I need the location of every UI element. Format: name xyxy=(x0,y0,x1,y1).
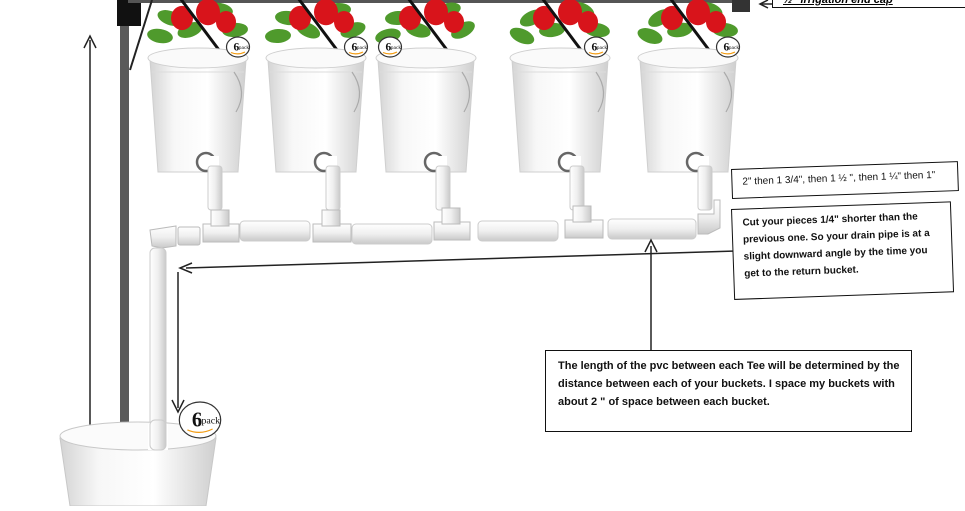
length-note: The length of the pvc between each Tee w… xyxy=(545,350,912,432)
trellis-line xyxy=(669,0,717,59)
trellis-line xyxy=(179,0,227,59)
end-cap-arrow xyxy=(758,0,772,9)
pepper xyxy=(578,11,598,33)
pepper xyxy=(171,5,193,31)
bucket-body xyxy=(639,59,737,173)
pepper xyxy=(661,5,683,31)
pepper xyxy=(558,0,582,26)
badge-word: pack xyxy=(729,45,740,51)
cut-note: Cut your pieces 1/4" shorter than the pr… xyxy=(731,201,955,300)
drop-pipe xyxy=(569,165,585,211)
bucket-body xyxy=(149,59,247,173)
badge-word: pack xyxy=(597,45,608,51)
pepper xyxy=(444,11,464,33)
pepper xyxy=(314,0,338,26)
drop-pipe xyxy=(435,165,451,211)
support-brace xyxy=(129,0,153,71)
cut-note-text: Cut your pieces 1/4" shorter than the pr… xyxy=(742,211,930,280)
end-cap-label: ½" irrigation end cap xyxy=(772,0,965,8)
bucket-body xyxy=(267,59,365,173)
badge-word: pack xyxy=(201,416,220,427)
trellis-line xyxy=(297,0,345,59)
leaf xyxy=(147,28,173,44)
pepper xyxy=(686,0,710,26)
drop-pipe xyxy=(697,165,713,211)
badge-number: 6 xyxy=(352,42,358,54)
badge-word: pack xyxy=(357,45,368,51)
trellis-line xyxy=(541,0,589,59)
pepper xyxy=(424,0,448,26)
return-bucket xyxy=(59,419,217,507)
pepper xyxy=(399,5,421,31)
badge-word: pack xyxy=(239,45,250,51)
pepper xyxy=(334,11,354,33)
length-note-text: The length of the pvc between each Tee w… xyxy=(558,360,900,408)
pepper xyxy=(216,11,236,33)
bucket-body xyxy=(511,59,609,173)
pipe-length-arrow xyxy=(644,238,658,352)
pepper xyxy=(533,5,555,31)
badge-word: pack xyxy=(391,45,402,51)
height-arrow xyxy=(83,34,97,432)
badge-number: 6 xyxy=(386,42,392,54)
trellis-line xyxy=(407,0,455,59)
badge-number: 6 xyxy=(192,409,202,431)
pepper xyxy=(706,11,726,33)
leaf xyxy=(637,28,663,44)
leaf xyxy=(509,27,535,45)
drop-pipe xyxy=(207,165,223,211)
pepper xyxy=(289,5,311,31)
return-arrow xyxy=(171,250,737,414)
bucket-body xyxy=(377,59,475,173)
badge-number: 6 xyxy=(724,42,730,54)
badge-number: 6 xyxy=(592,42,598,54)
pepper xyxy=(196,0,220,26)
pipe-lengths-text: 2" then 1 3/4", then 1 ½ ", then 1 ¼" th… xyxy=(742,169,936,188)
leaf xyxy=(265,28,291,44)
drain-manifold xyxy=(149,199,721,451)
drop-pipe xyxy=(325,165,341,211)
badge-number: 6 xyxy=(234,42,240,54)
